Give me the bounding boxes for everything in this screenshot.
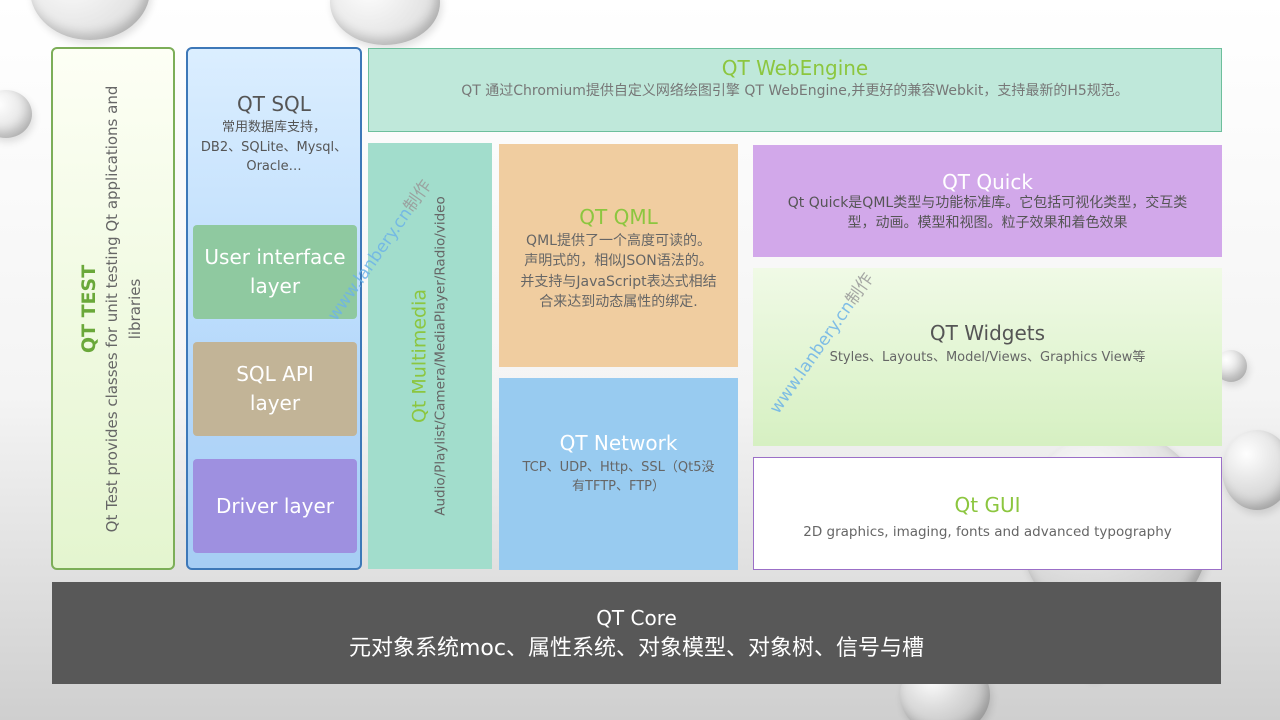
water-drop <box>330 0 440 45</box>
layer-label-line: SQL API <box>236 362 314 386</box>
qt-gui-description: 2D graphics, imaging, fonts and advanced… <box>803 524 1172 540</box>
driver-layer: Driver layer <box>193 459 357 553</box>
qml-desc-line: QML提供了一个高度可读的。 <box>526 233 711 249</box>
qt-test-description: Qt Test provides classes for unit testin… <box>102 85 144 532</box>
qt-sql-title: QT SQL <box>237 92 311 116</box>
qt-network-title: QT Network <box>559 431 678 455</box>
layer-label-line: User interface <box>204 245 346 269</box>
qt-multimedia-description: Audio/Playlist/Camera/MediaPlayer/Radio/… <box>432 196 449 516</box>
qt-qml-title: QT QML <box>579 205 658 229</box>
qt-widgets-panel: QT Widgets Styles、Layouts、Model/Views、Gr… <box>753 268 1222 446</box>
qt-test-rotated-text: QT TEST Qt Test provides classes for uni… <box>77 59 147 559</box>
qt-sql-description: 常用数据库支持， DB2、SQLite、Mysql、 Oracle… <box>188 118 360 177</box>
sql-api-layer: SQL API layer <box>193 342 357 436</box>
qt-sql-header: QT SQL 常用数据库支持， DB2、SQLite、Mysql、 Oracle… <box>188 93 360 177</box>
water-drop <box>30 0 150 40</box>
qml-desc-line: 并支持与JavaScript表达式相结 <box>520 273 717 290</box>
qt-sql-desc-line: DB2、SQLite、Mysql、 <box>200 139 348 155</box>
qt-core-title: QT Core <box>596 606 677 630</box>
qt-network-panel: QT Network TCP、UDP、Http、SSL（Qt5没 有TFTP、F… <box>499 378 738 570</box>
qt-sql-panel: QT SQL 常用数据库支持， DB2、SQLite、Mysql、 Oracle… <box>186 47 362 570</box>
qml-desc-line: 合来达到动态属性的绑定. <box>539 293 698 310</box>
water-drop <box>1222 430 1280 510</box>
qt-quick-panel: QT Quick Qt Quick是QML类型与功能标准库。它包括可视化类型，交… <box>753 145 1222 257</box>
qt-sql-desc-line: 常用数据库支持， <box>221 120 326 135</box>
user-interface-layer: User interface layer <box>193 225 357 319</box>
layer-label-line: layer <box>249 391 301 415</box>
qt-qml-description: QML提供了一个高度可读的。 声明式的，相似JSON语法的。 并支持与JavaS… <box>499 231 738 312</box>
qml-desc-line: 声明式的，相似JSON语法的。 <box>524 253 713 270</box>
qt-webengine-description: QT 通过Chromium提供自定义网络绘图引擎 QT WebEngine,并更… <box>461 83 1129 99</box>
qt-quick-title: QT Quick <box>942 170 1033 194</box>
qt-multimedia-panel: Qt Multimedia Audio/Playlist/Camera/Medi… <box>368 143 492 569</box>
quick-desc-line: Qt Quick是QML类型与功能标准库。它包括可视化类型，交互类 <box>787 195 1188 211</box>
qt-qml-panel: QT QML QML提供了一个高度可读的。 声明式的，相似JSON语法的。 并支… <box>499 144 738 367</box>
qt-widgets-title: QT Widgets <box>929 321 1046 345</box>
quick-desc-line: 型，动画。模型和视图。粒子效果和着色效果 <box>847 214 1128 231</box>
network-desc-line: TCP、UDP、Http、SSL（Qt5没 <box>522 460 715 475</box>
qt-webengine-title: QT WebEngine <box>721 56 869 80</box>
qt-core-description: 元对象系统moc、属性系统、对象模型、对象树、信号与槽 <box>349 636 924 661</box>
qt-quick-description: Qt Quick是QML类型与功能标准库。它包括可视化类型，交互类 型，动画。模… <box>753 194 1222 233</box>
layer-label-line: Driver layer <box>215 493 335 518</box>
qt-gui-title: Qt GUI <box>954 493 1021 517</box>
qt-test-panel: QT TEST Qt Test provides classes for uni… <box>51 47 175 570</box>
qt-core-panel: QT Core 元对象系统moc、属性系统、对象模型、对象树、信号与槽 <box>52 582 1221 684</box>
qt-widgets-description: Styles、Layouts、Model/Views、Graphics View… <box>829 350 1146 365</box>
qt-network-description: TCP、UDP、Http、SSL（Qt5没 有TFTP、FTP） <box>499 459 738 497</box>
network-desc-line: 有TFTP、FTP） <box>572 478 665 494</box>
qt-webengine-panel: QT WebEngine QT 通过Chromium提供自定义网络绘图引擎 QT… <box>368 48 1222 132</box>
qt-gui-panel: Qt GUI 2D graphics, imaging, fonts and a… <box>753 457 1222 570</box>
layer-label-line: layer <box>249 274 301 298</box>
water-drop <box>0 90 32 138</box>
qt-test-title: QT TEST <box>77 264 100 353</box>
qt-sql-desc-line: Oracle… <box>246 159 302 174</box>
